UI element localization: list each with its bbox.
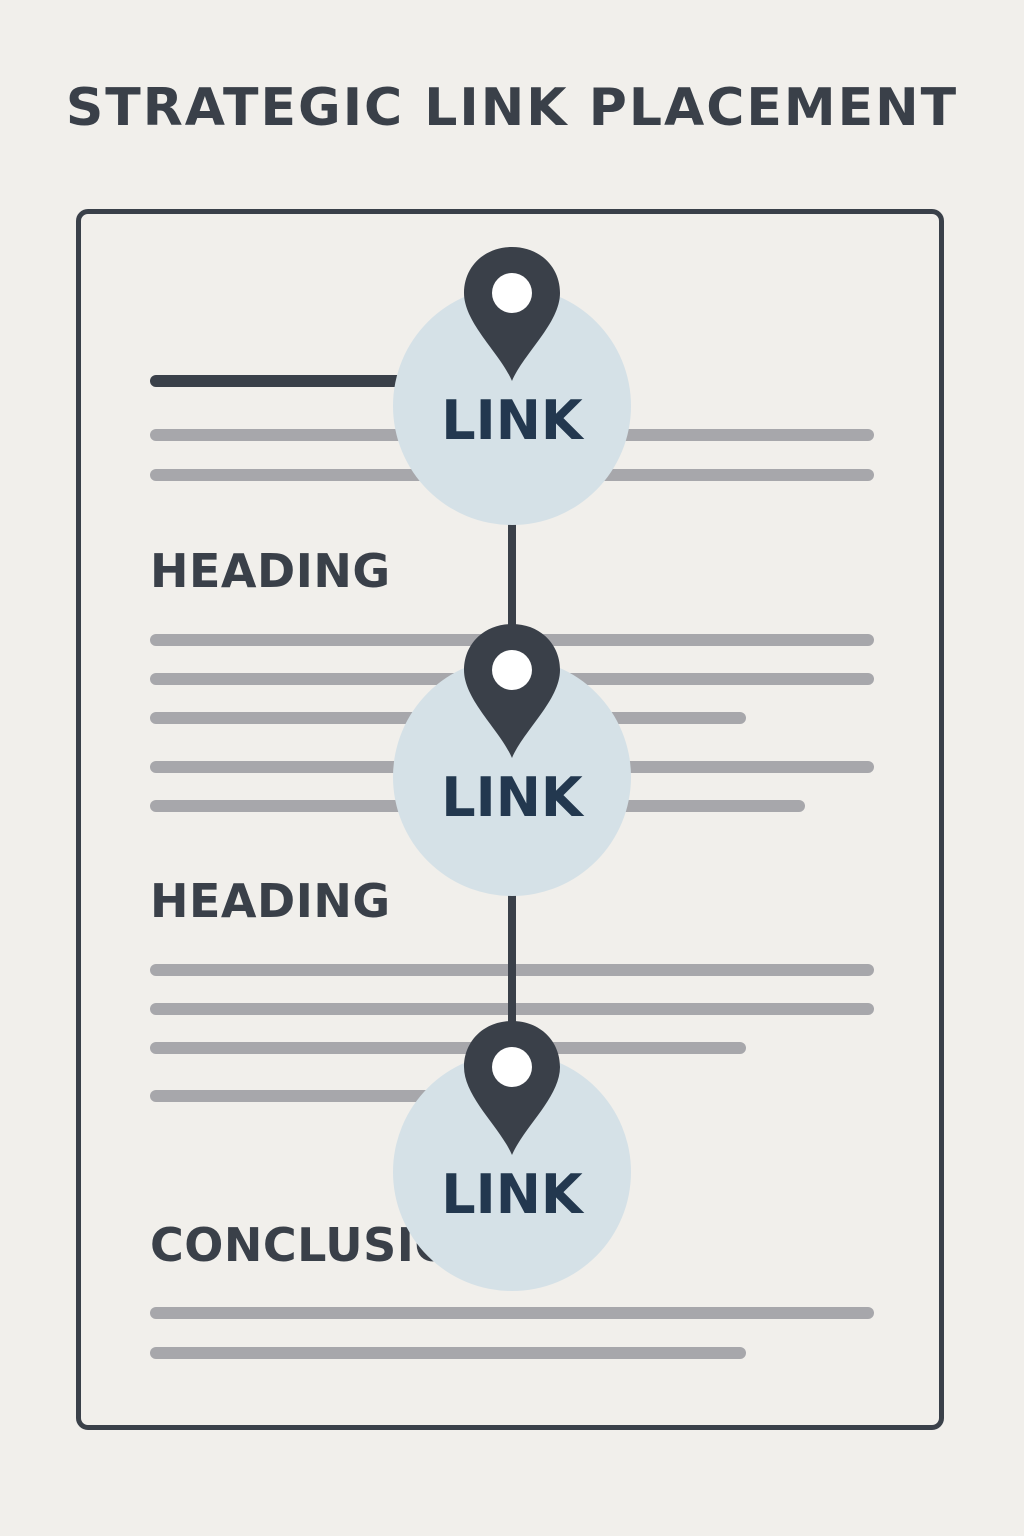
link-label: LINK: [441, 1163, 583, 1226]
link-label: LINK: [441, 389, 583, 452]
title-line: [150, 375, 410, 387]
map-pin-icon: [464, 247, 560, 381]
connector-line: [508, 892, 516, 1026]
diagram-title: STRATEGIC LINK PLACEMENT: [65, 78, 959, 138]
text-line: [150, 1307, 874, 1319]
section-heading: HEADING: [150, 874, 391, 928]
section-heading: HEADING: [150, 544, 391, 598]
connector-line: [508, 520, 516, 630]
map-pin-icon: [464, 1021, 560, 1155]
link-label: LINK: [441, 766, 583, 829]
text-line: [150, 1042, 746, 1054]
text-line: [150, 1347, 746, 1359]
text-line: [150, 1090, 450, 1102]
map-pin-icon: [464, 624, 560, 758]
